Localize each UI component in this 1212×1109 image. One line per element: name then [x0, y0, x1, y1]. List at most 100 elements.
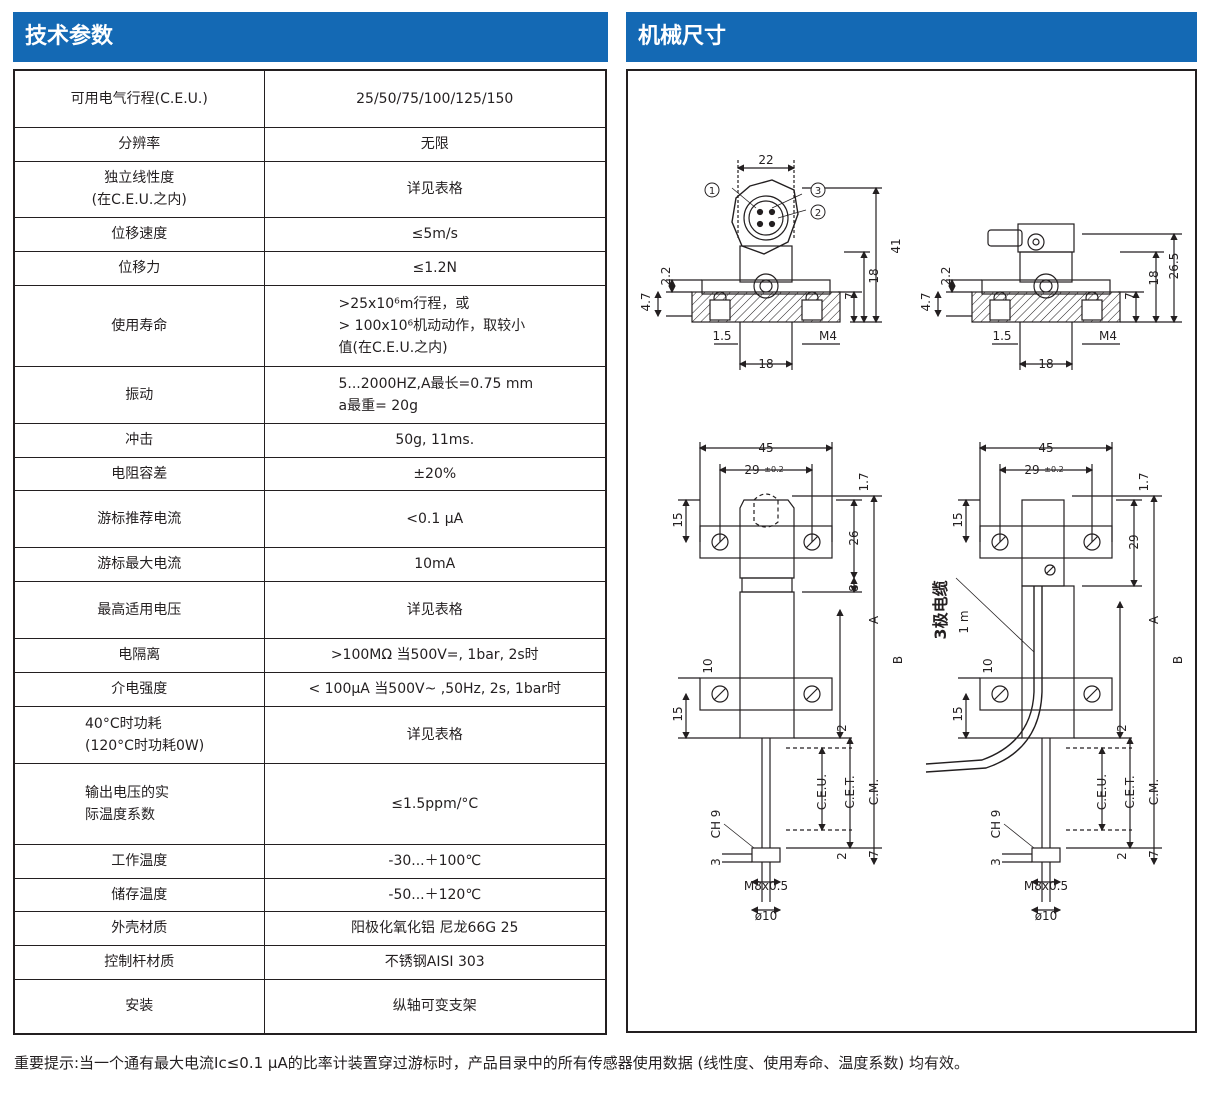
- dim-4-7-r: 4.7: [919, 292, 933, 311]
- spec-row-isolation: 电隔离>100MΩ 当500V=, 1bar, 2s时: [13, 637, 607, 673]
- spec-value: 详见表格: [263, 705, 607, 764]
- dim-d10: ø10: [755, 909, 778, 923]
- dim-45-r: 45: [1038, 441, 1053, 455]
- spec-value: ≤5m/s: [263, 216, 607, 252]
- spec-row-speed: 位移速度≤5m/s: [13, 216, 607, 252]
- spec-value: -30...＋100℃: [263, 843, 607, 879]
- dim-18-horiz-r: 18: [1038, 357, 1053, 371]
- spec-row-voltage: 最高适用电压详见表格: [13, 580, 607, 639]
- dim-3: 3: [709, 858, 723, 866]
- spec-row-dielectric: 介电强度< 100μA 当500V~ ,50Hz, 2s, 1bar时: [13, 671, 607, 707]
- spec-value: ≤1.5ppm/°C: [263, 762, 607, 845]
- top-left-view: [654, 160, 882, 370]
- dim-15-lower-r: 15: [951, 706, 965, 721]
- dim-8: 8: [847, 584, 861, 592]
- spec-label: 分辨率: [13, 126, 265, 162]
- specs-header: 技术参数: [13, 12, 608, 62]
- spec-label: 储存温度: [13, 877, 265, 912]
- dim-22: 22: [758, 153, 773, 167]
- spec-value: 5...2000HZ,A最长=0.75 mm a最重= 20g: [263, 365, 607, 424]
- footnote: 重要提示:当一个通有最大电流Ic≤0.1 μA的比率计装置穿过游标时，产品目录中…: [14, 1054, 969, 1072]
- spec-value: 50g, 11ms.: [263, 422, 607, 458]
- spec-row-lifetime: 使用寿命>25x10⁶m行程，或 > 100x10⁶机动动作，取较小 值(在C.…: [13, 284, 607, 367]
- spec-label: 冲击: [13, 422, 265, 458]
- spec-row-storage-temp: 储存温度-50...＋120℃: [13, 877, 607, 912]
- spec-label: 安装: [13, 978, 265, 1035]
- spec-row-power: 40°C时功耗 (120°C时功耗0W)详见表格: [13, 705, 607, 764]
- spec-row-shaft: 控制杆材质不锈钢AISI 303: [13, 944, 607, 980]
- dim-a-r: A: [1147, 615, 1161, 624]
- spec-value: 25/50/75/100/125/150: [263, 69, 607, 128]
- dim-18-vert: 18: [867, 268, 881, 283]
- dim-18-vert-r: 18: [1147, 270, 1161, 285]
- spec-label: 工作温度: [13, 843, 265, 879]
- spec-row-linearity: 独立线性度 (在C.E.U.之内)详见表格: [13, 160, 607, 218]
- spec-label: 游标最大电流: [13, 546, 265, 582]
- dim-10: 10: [701, 658, 715, 673]
- dim-2-2-r: 2.2: [939, 266, 953, 285]
- dim-2-lower-r: 2: [1115, 852, 1129, 860]
- spec-value: 10mA: [263, 546, 607, 582]
- dim-10-r: 10: [981, 658, 995, 673]
- spec-value: 无限: [263, 126, 607, 162]
- dim-7: 7: [843, 292, 857, 300]
- dim-ceu: C.E.U.: [815, 774, 829, 810]
- dim-15-upper: 15: [671, 512, 685, 527]
- dim-26-5: 26.5: [1167, 253, 1181, 280]
- dim-b: B: [891, 656, 905, 664]
- cable-length: 1 m: [957, 610, 971, 633]
- spec-label: 外壳材质: [13, 910, 265, 946]
- spec-value: 不锈钢AISI 303: [263, 944, 607, 980]
- cable-label: 3极电缆: [931, 580, 950, 639]
- dim-ceu-r: C.E.U.: [1095, 774, 1109, 810]
- dim-4-7: 4.7: [639, 292, 653, 311]
- dim-7-lower: 7: [867, 850, 881, 858]
- spec-row-travel: 可用电气行程(C.E.U.)25/50/75/100/125/150: [13, 69, 607, 128]
- spec-value: <0.1 μA: [263, 489, 607, 548]
- spec-row-op-temp: 工作温度-30...＋100℃: [13, 843, 607, 879]
- dim-2-2: 2.2: [659, 266, 673, 285]
- dim-15-upper-r: 15: [951, 512, 965, 527]
- spec-label: 电阻容差: [13, 456, 265, 491]
- dim-18-horiz: 18: [758, 357, 773, 371]
- spec-row-housing: 外壳材质阳极化氧化铝 尼龙66G 25: [13, 910, 607, 946]
- dim-2-lower: 2: [835, 852, 849, 860]
- dim-15-lower: 15: [671, 706, 685, 721]
- top-right-view: [934, 223, 1182, 370]
- dimension-drawing-frame: 22 1 3 2 41 18 7 2.2 4.7 1.5 M4 18 26.5 …: [626, 69, 1197, 1033]
- dim-cm-r: C.M.: [1147, 779, 1161, 805]
- dim-29-vert: 29: [1127, 534, 1141, 549]
- dim-41: 41: [889, 238, 903, 253]
- spec-value: -50...＋120℃: [263, 877, 607, 912]
- spec-label: 振动: [13, 365, 265, 424]
- dim-26: 26: [847, 530, 861, 545]
- spec-value: 纵轴可变支架: [263, 978, 607, 1035]
- pin-label-1: 1: [709, 186, 715, 197]
- spec-value: >25x10⁶m行程，或 > 100x10⁶机动动作，取较小 值(在C.E.U.…: [263, 284, 607, 367]
- dim-1-7-r: 1.7: [1137, 472, 1151, 491]
- spec-table: 可用电气行程(C.E.U.)25/50/75/100/125/150 分辨率无限…: [13, 69, 607, 1035]
- dim-a: A: [867, 615, 881, 624]
- dim-29-tol-r: ±0.2: [1044, 465, 1063, 474]
- dim-7-lower-r: 7: [1147, 850, 1161, 858]
- spec-label: 位移力: [13, 250, 265, 286]
- dim-d10-r: ø10: [1035, 909, 1058, 923]
- dimension-drawing: 22 1 3 2 41 18 7 2.2 4.7 1.5 M4 18 26.5 …: [639, 153, 1185, 923]
- pin-label-2: 2: [815, 208, 821, 219]
- spec-row-wiper-rec: 游标推荐电流<0.1 μA: [13, 489, 607, 548]
- spec-value: 详见表格: [263, 160, 607, 218]
- spec-label: 独立线性度 (在C.E.U.之内): [13, 160, 265, 218]
- spec-label: 介电强度: [13, 671, 265, 707]
- dim-29: 29: [744, 463, 759, 477]
- spec-row-resolution: 分辨率无限: [13, 126, 607, 162]
- dim-b-r: B: [1171, 656, 1185, 664]
- dim-1-7: 1.7: [857, 472, 871, 491]
- dim-7-r: 7: [1123, 292, 1137, 300]
- spec-label: 最高适用电压: [13, 580, 265, 639]
- dim-3-r: 3: [989, 858, 1003, 866]
- dim-m8-r: M8x0.5: [1024, 879, 1068, 893]
- spec-value: ±20%: [263, 456, 607, 491]
